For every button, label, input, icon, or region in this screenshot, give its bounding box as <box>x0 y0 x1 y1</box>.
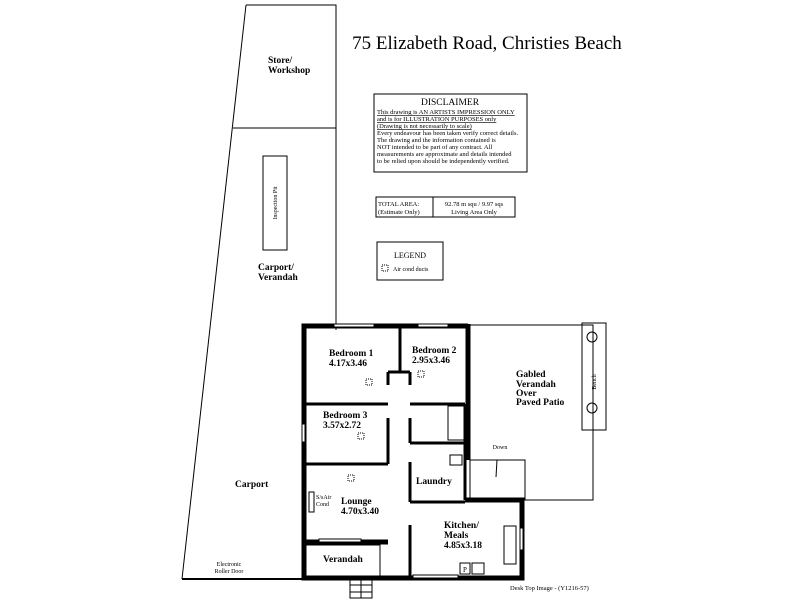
bedroom3-size: 3.57x2.72 <box>323 421 361 431</box>
patio-label: Gabled <box>516 370 546 380</box>
bench-label: Bench <box>592 374 598 389</box>
bedroom3-label: Bedroom 3 <box>323 411 368 421</box>
house-walls <box>301 323 525 599</box>
disclaimer-line: (Drawing is not necessarily to scale) <box>377 123 472 130</box>
disclaimer-box: DISCLAIMER This drawing is AN ARTISTS IM… <box>373 93 528 173</box>
patio-label: Verandah <box>516 380 556 390</box>
carport-label: Carport <box>235 480 269 490</box>
inspection-pit-label: Inspection Pit <box>273 186 279 219</box>
inspection-pit <box>262 155 288 251</box>
aircon-label: S/sAir <box>316 495 331 501</box>
disclaimer-line: to be relied upon should be independentl… <box>377 158 510 165</box>
total-area-note: (Estimate Only) <box>378 209 420 216</box>
legend-title: LEGEND <box>394 251 426 260</box>
air-cond-ducts <box>347 370 425 482</box>
carport-outline <box>181 4 337 580</box>
bench <box>581 322 607 431</box>
total-area-scope: Living Area Only <box>451 209 498 216</box>
kitchen-size: 4.85x3.18 <box>444 541 482 551</box>
disclaimer-line: and is for ILLUSTRATION PURPOSES only <box>377 116 497 123</box>
footer-reference: Desk Top Image - (Y1216-57) <box>510 585 589 592</box>
air-cond-duct-icon <box>381 264 389 272</box>
verandah-label: Verandah <box>323 555 363 565</box>
patio-outline <box>469 322 607 501</box>
air-cond-duct-icon <box>347 474 355 482</box>
patio-label: Over <box>516 389 537 399</box>
bedroom1-size: 4.17x3.46 <box>329 359 367 369</box>
lounge-size: 4.70x3.40 <box>341 507 379 517</box>
air-cond-duct-icon <box>357 432 365 440</box>
pantry-label: P <box>463 566 467 574</box>
disclaimer-line: This drawing is AN ARTISTS IMPRESSION ON… <box>377 109 515 116</box>
laundry-label: Laundry <box>416 477 452 487</box>
kitchen-label: Kitchen/ <box>444 521 479 531</box>
down-label: Down <box>493 445 508 451</box>
roller-door-label: Roller Door <box>215 569 244 575</box>
carport-verandah-label: Verandah <box>258 273 298 283</box>
disclaimer-line: NOT intended to be part of any contract.… <box>377 144 492 151</box>
disclaimer-line: measurements are approximate and details… <box>377 151 512 158</box>
disclaimer-heading: DISCLAIMER <box>421 98 480 108</box>
patio-label: Paved Patio <box>516 398 565 408</box>
roller-door-label: Electronic <box>217 562 242 568</box>
kitchen-label: Meals <box>444 531 469 541</box>
legend-box: LEGEND Air cond ducts <box>376 241 444 281</box>
legend-item: Air cond ducts <box>393 267 429 273</box>
bedroom2-size: 2.95x3.46 <box>412 356 450 366</box>
store-label: Store/ <box>268 56 292 66</box>
air-cond-duct-icon <box>417 370 425 378</box>
disclaimer-line: The drawing and the information containe… <box>377 137 496 144</box>
total-area-value: 92.78 m squ / 9.97 sqs <box>445 201 504 208</box>
air-cond-duct-icon <box>365 378 373 386</box>
carport-verandah-label: Carport/ <box>258 263 294 273</box>
store-label: Workshop <box>268 66 310 76</box>
bedroom1-label: Bedroom 1 <box>329 349 374 359</box>
lounge-label: Lounge <box>341 497 372 507</box>
property-title: 75 Elizabeth Road, Christies Beach <box>352 33 622 54</box>
aircon-label: Cond <box>316 502 329 508</box>
total-area-label: TOTAL AREA: <box>378 201 419 208</box>
bedroom2-label: Bedroom 2 <box>412 346 457 356</box>
disclaimer-line: Every endeavour has been taken verify co… <box>377 130 519 137</box>
total-area-box: TOTAL AREA: (Estimate Only) 92.78 m squ … <box>375 196 516 218</box>
